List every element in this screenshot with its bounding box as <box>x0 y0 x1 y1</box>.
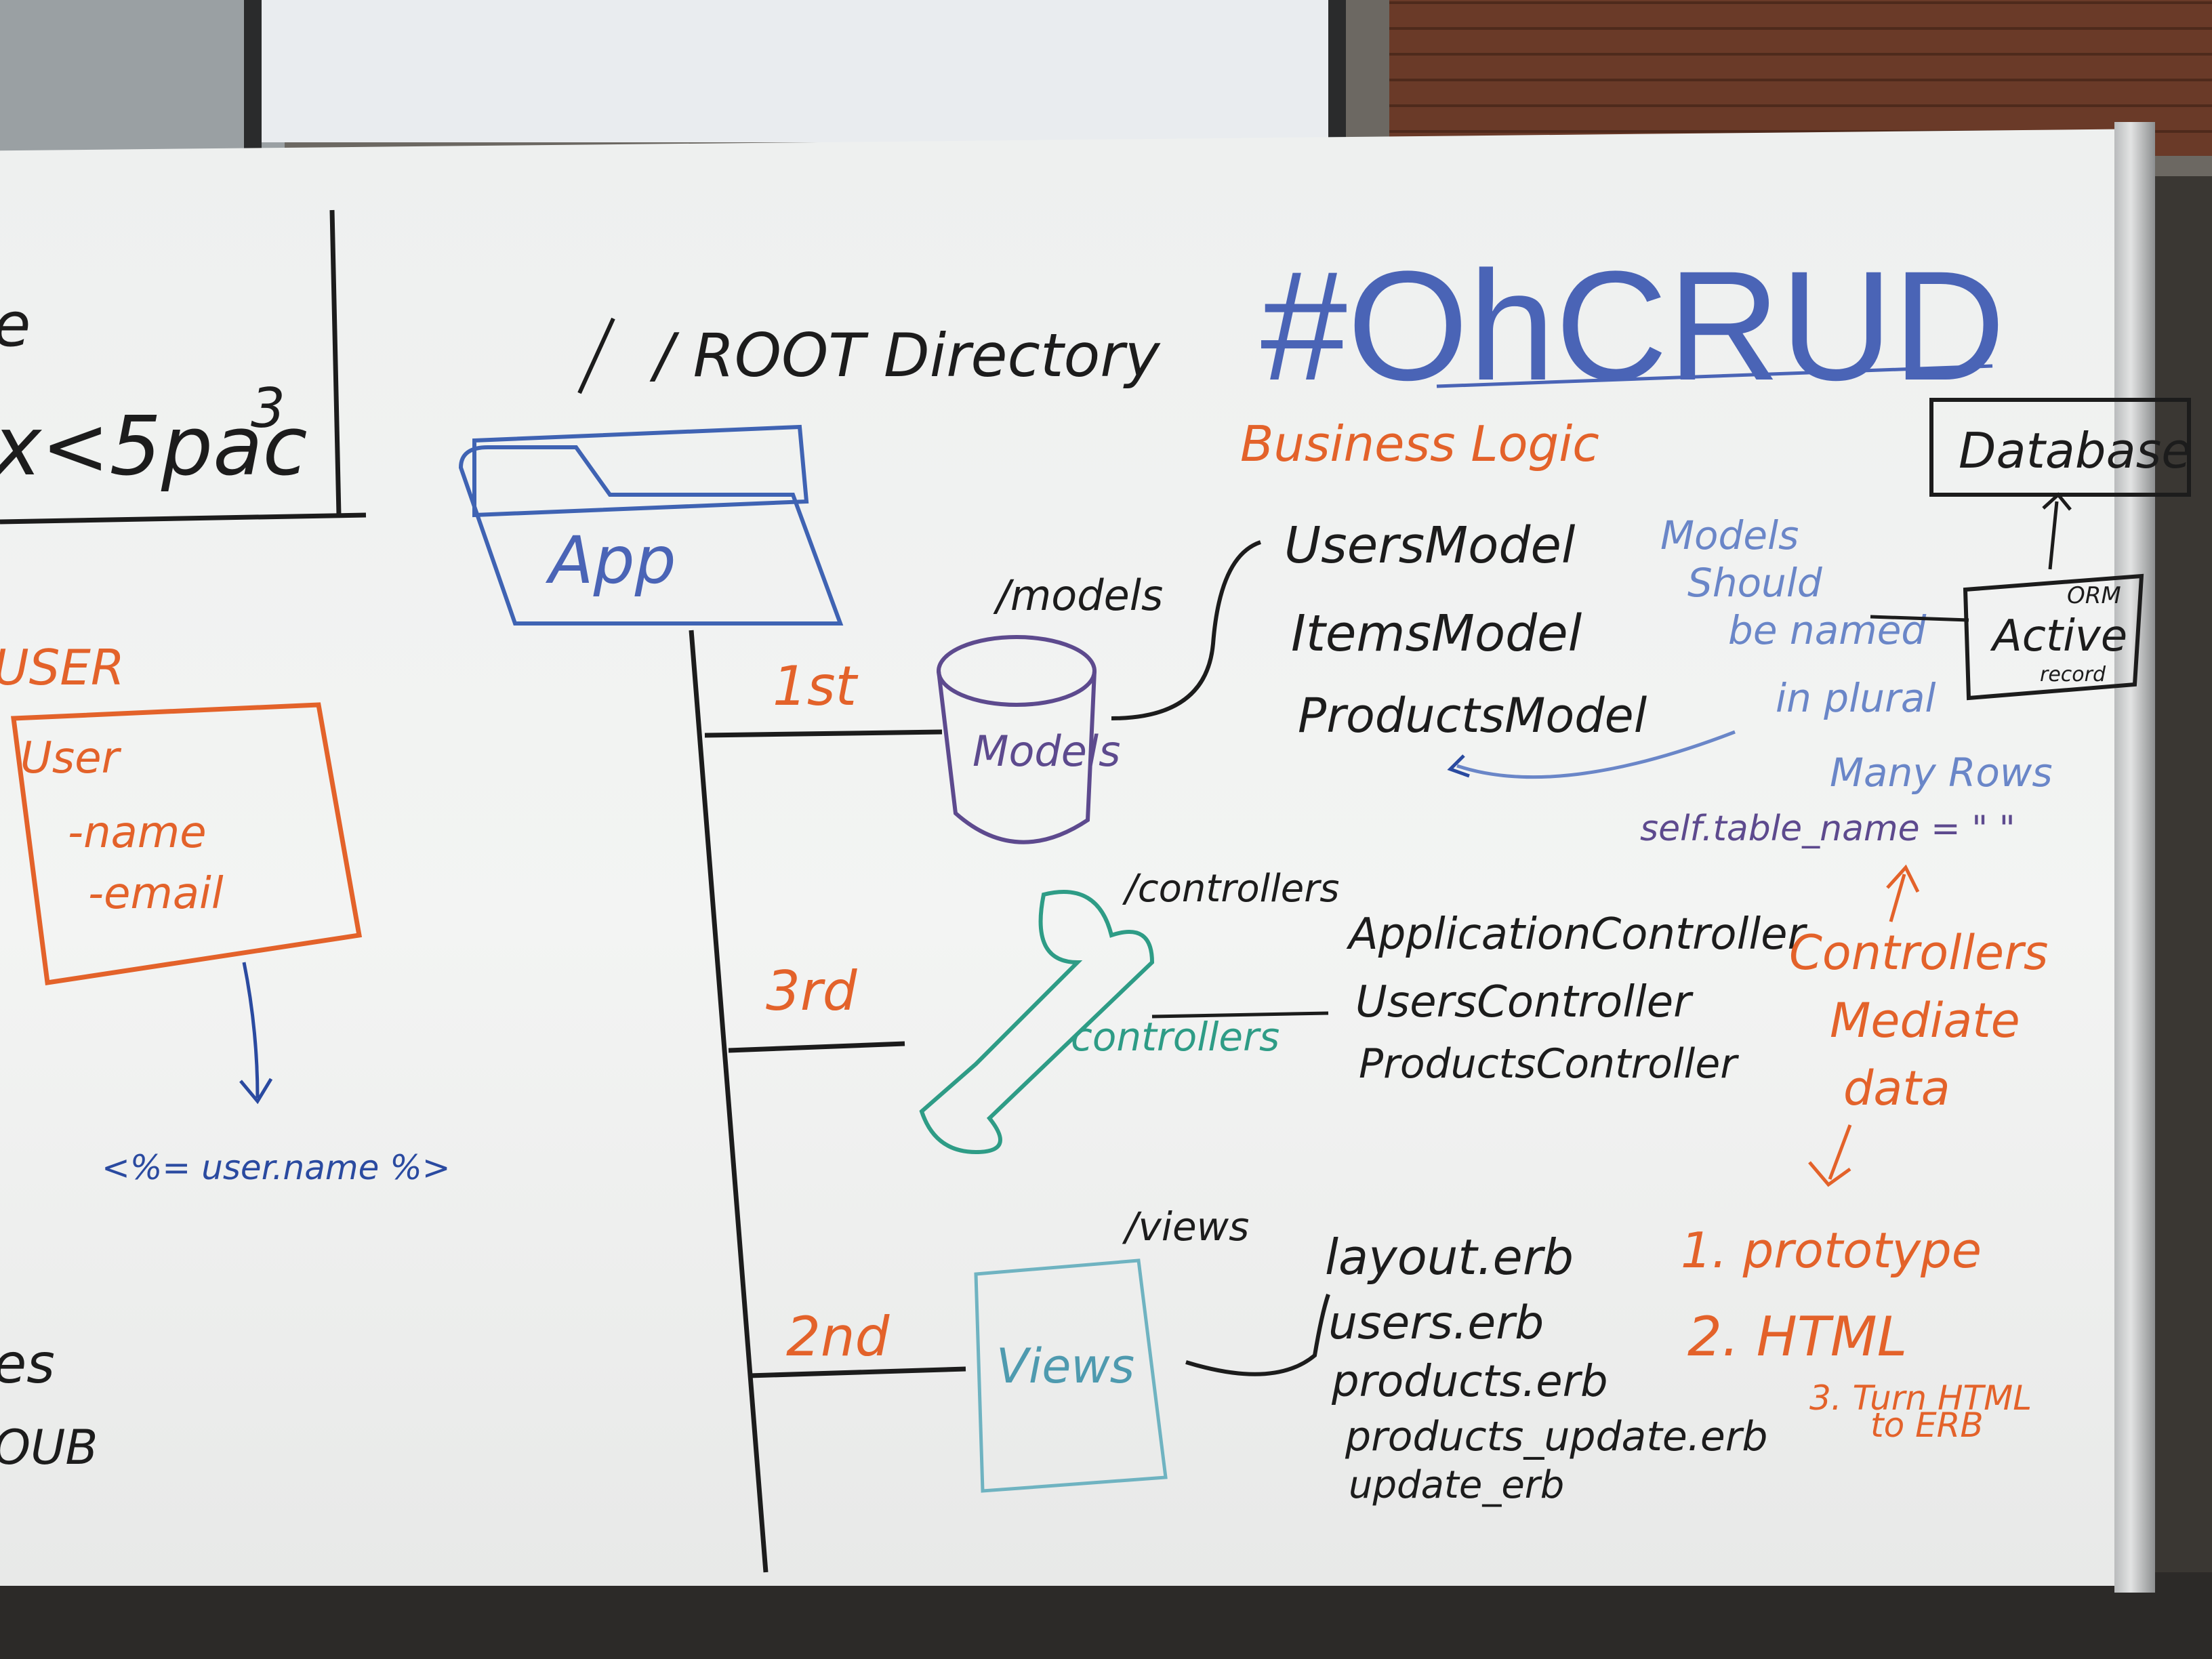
many-rows-arrowhead <box>1447 754 1470 778</box>
tree-branch-models <box>704 729 943 738</box>
views-file-1: layout.erb <box>1325 1229 1574 1286</box>
root-slash <box>577 317 615 394</box>
controllers-file-2: UsersController <box>1355 977 1694 1027</box>
controllers-note-1: Controllers <box>1789 925 2048 981</box>
user-to-erb-arrowhead <box>239 1078 273 1105</box>
database-label: Database <box>1959 422 2192 479</box>
step-third: 3rd <box>766 960 858 1023</box>
controllers-label: controllers <box>1071 1014 1279 1060</box>
title-underline <box>1436 364 1993 388</box>
back-wall <box>0 0 285 169</box>
controllers-up-arrowhead <box>1886 864 1920 893</box>
process-step-3: 3. Turn HTML <box>1809 1378 2032 1418</box>
models-cylinder-icon <box>937 635 1097 844</box>
left-bottom-text-2: OUB <box>0 1420 98 1475</box>
process-step-1: 1. prototype <box>1681 1222 1982 1279</box>
controllers-down-arrow <box>1828 1124 1852 1180</box>
models-note-2: Should <box>1687 560 1823 606</box>
wrench-icon <box>919 890 1155 1155</box>
tree-trunk <box>689 630 769 1573</box>
models-label: Models <box>972 726 1120 776</box>
orm-record-label: record <box>2040 663 2106 687</box>
user-box-field-name: -name <box>68 808 207 858</box>
left-bottom-text-1: es <box>0 1332 55 1395</box>
user-box <box>11 702 363 985</box>
left-top-letter: e <box>0 289 30 361</box>
root-directory-label: / ROOT Directory <box>649 321 1161 390</box>
models-file-1: UsersModel <box>1284 516 1576 575</box>
views-label: Views <box>996 1338 1134 1394</box>
app-folder-label: App <box>545 523 676 598</box>
models-brace <box>1111 540 1262 720</box>
controllers-down-arrowhead <box>1808 1161 1851 1187</box>
views-file-5: update_erb <box>1349 1463 1564 1507</box>
views-file-2: users.erb <box>1328 1296 1544 1350</box>
controllers-connector <box>1151 1011 1329 1019</box>
left-math-exponent: 3 <box>251 377 285 440</box>
user-box-field-email: -email <box>88 869 224 919</box>
divider-line-vertical <box>329 209 342 516</box>
board-title: #OhCRUD <box>1261 239 2005 413</box>
controllers-note-2: Mediate <box>1830 993 2020 1048</box>
views-box-icon <box>974 1258 1168 1493</box>
window-frame-left <box>244 0 262 156</box>
whiteboard-frame <box>2114 122 2155 1593</box>
views-path: /views <box>1122 1204 1249 1250</box>
models-path: /models <box>993 571 1163 620</box>
controllers-file-3: ProductsController <box>1359 1040 1739 1088</box>
tree-branch-controllers <box>728 1041 905 1053</box>
orm-models-link <box>1870 615 1969 622</box>
user-box-title: User <box>20 733 122 783</box>
models-note-1: Models <box>1660 512 1799 558</box>
process-step-2: 2. HTML <box>1687 1305 1907 1368</box>
left-partial-section: e x<5pac 3 USER User -name -email <%= us… <box>0 209 451 1475</box>
step-second: 2nd <box>786 1305 890 1368</box>
orm-active-label: Active <box>1990 611 2127 661</box>
user-heading: USER <box>0 639 125 696</box>
controllers-up-arrow <box>1889 874 1906 922</box>
controllers-file-1: ApplicationController <box>1346 909 1808 960</box>
user-to-erb-arrow <box>242 962 260 1099</box>
process-step-3-cont: to ERB <box>1870 1406 1984 1445</box>
left-math: x<5pac <box>0 400 308 494</box>
divider-line-horizontal <box>0 512 367 525</box>
tree-branch-views <box>748 1366 966 1378</box>
table-name-code: self.table_name = " " <box>1640 808 2015 849</box>
controllers-note-3: data <box>1843 1061 1950 1116</box>
window-frame-right <box>1328 0 1346 156</box>
orm-box <box>1963 573 2144 701</box>
models-file-2: ItemsModel <box>1291 605 1582 663</box>
views-file-4: products_update.erb <box>1345 1413 1768 1460</box>
floor <box>0 1572 2212 1659</box>
models-note-3: be named <box>1728 607 1927 653</box>
many-rows-label: Many Rows <box>1830 750 2053 796</box>
app-folder-icon <box>458 424 844 626</box>
step-first: 1st <box>773 655 859 718</box>
views-brace <box>1185 1294 1330 1376</box>
database-arrowhead <box>2042 492 2072 511</box>
business-logic-label: Business Logic <box>1240 415 1599 472</box>
models-note-4: in plural <box>1776 675 1936 721</box>
models-file-3: ProductsModel <box>1298 688 1647 743</box>
erb-output-tag: <%= user.name %> <box>102 1148 451 1187</box>
many-rows-arrow <box>1456 730 1736 779</box>
database-orm-link <box>2048 501 2059 570</box>
window <box>258 0 1342 142</box>
orm-label: ORM <box>2067 582 2121 609</box>
controllers-path: /controllers <box>1122 867 1339 911</box>
views-file-3: products.erb <box>1331 1357 1608 1407</box>
